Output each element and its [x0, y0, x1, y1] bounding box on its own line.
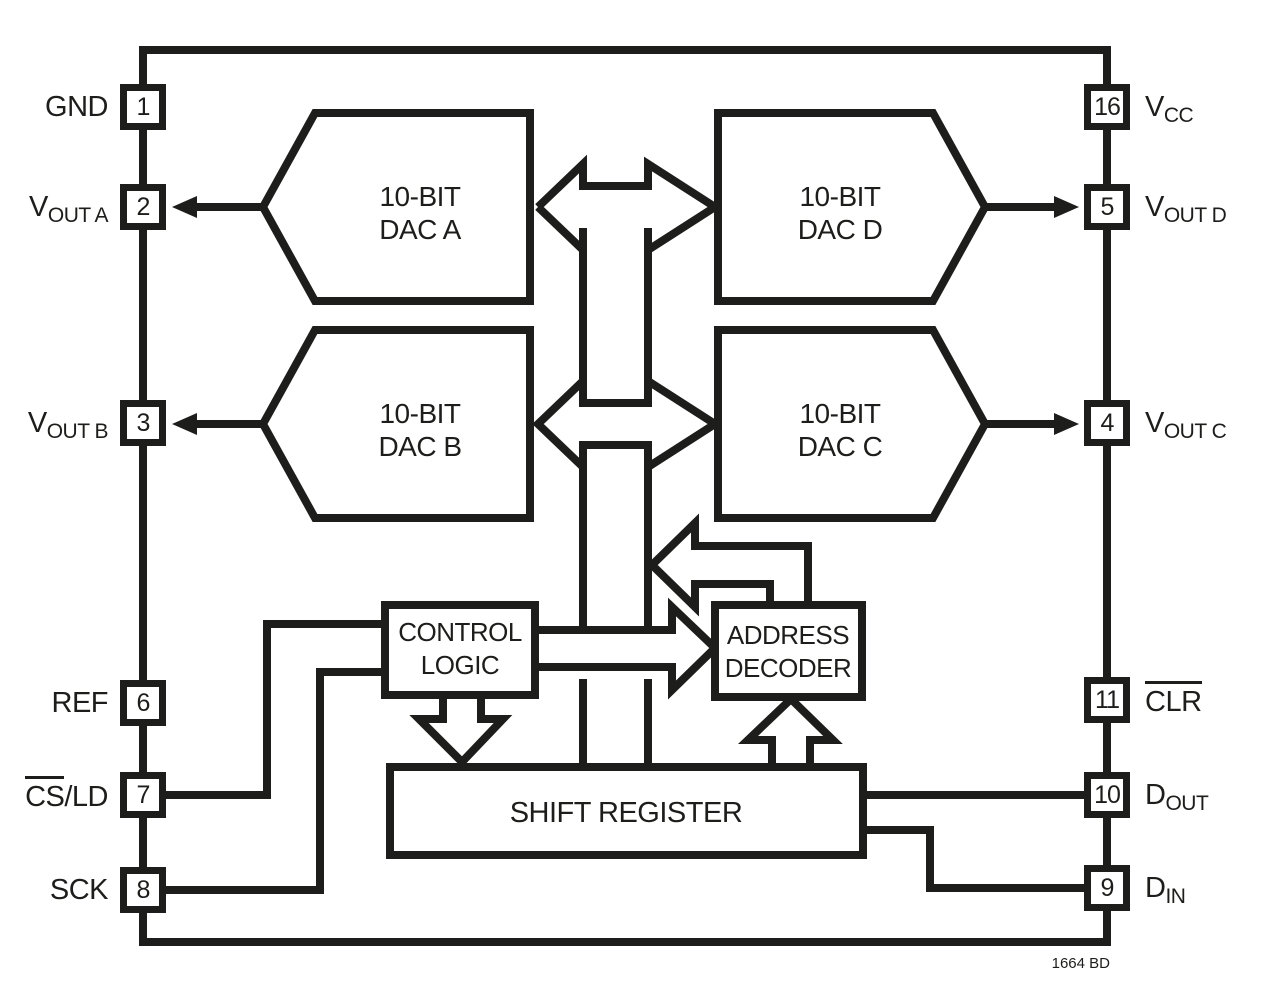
pin-label-vcc: VCC: [1145, 91, 1194, 127]
pin-1-box: 1: [120, 84, 166, 130]
arrowhead-vout-a: [172, 196, 197, 218]
dac-c-shape: [714, 326, 990, 522]
pin-label-gnd: GND: [45, 91, 108, 123]
arrowhead-vout-c: [1054, 413, 1079, 435]
pin-label-vout-a: VOUT A: [29, 191, 108, 227]
pin-label-sck: SCK: [49, 874, 109, 906]
pin-16-number: 16: [1094, 92, 1121, 121]
pin-11-box: 11: [1084, 677, 1130, 723]
arrow-control-to-decoder: [535, 597, 721, 700]
pin-label-csld: CS/LD: [8, 776, 108, 814]
pin-2-number: 2: [136, 192, 151, 221]
pin-6-number: 6: [136, 688, 151, 717]
pin-label-vout-d: VOUT D: [1145, 191, 1227, 227]
pin-label-clr: CLR: [1145, 681, 1280, 719]
pin-6-box: 6: [120, 680, 166, 726]
pin-11-number: 11: [1095, 685, 1120, 714]
pin-5-number: 5: [1100, 192, 1115, 221]
arrow-control-to-shift: [409, 695, 513, 768]
pin-8-box: 8: [120, 867, 166, 913]
pin-7-number: 7: [136, 780, 151, 809]
pin-9-box: 9: [1084, 865, 1130, 911]
dac-b-shape: [258, 326, 534, 522]
pin-7-box: 7: [120, 772, 166, 818]
dac-a-shape: [258, 109, 534, 305]
address-decoder-box: [711, 601, 866, 701]
wire-shift-to-din: [863, 826, 1084, 892]
pin-2-box: 2: [120, 184, 166, 230]
wire-sck-to-control: [166, 668, 385, 894]
arrow-decoder-to-bus: [646, 513, 812, 617]
pin-3-box: 3: [120, 400, 166, 446]
dac-d-shape: [714, 109, 990, 305]
pin-label-ref: REF: [51, 687, 109, 719]
pin-10-number: 10: [1094, 780, 1121, 809]
control-logic-box: [381, 601, 539, 699]
wire-csld-to-control: [166, 620, 385, 799]
chip-outline: [139, 46, 1111, 946]
bus-arrow-top: [535, 154, 723, 260]
arrowhead-vout-d: [1054, 196, 1079, 218]
shift-register-box: [386, 763, 867, 859]
pin-label-vout-c: VOUT C: [1145, 407, 1227, 443]
bus-arrow-bottom: [532, 371, 723, 477]
pin-1-number: 1: [136, 92, 151, 121]
figure-caption: 1664 BD: [1051, 955, 1110, 972]
arrowhead-vout-b: [172, 413, 197, 435]
pin-label-din: DIN: [1145, 872, 1186, 908]
pin-label-dout: DOUT: [1145, 779, 1209, 815]
pin-9-number: 9: [1100, 873, 1115, 902]
pin-10-box: 10: [1084, 772, 1130, 818]
pin-16-box: 16: [1084, 84, 1130, 130]
pin-label-vout-b: VOUT B: [27, 407, 109, 443]
pin-8-number: 8: [136, 875, 151, 904]
shift-register-label: SHIFT REGISTER: [509, 797, 743, 829]
pin-4-number: 4: [1100, 408, 1115, 437]
pin-5-box: 5: [1084, 184, 1130, 230]
pin-4-box: 4: [1084, 400, 1130, 446]
pin-3-number: 3: [136, 408, 151, 437]
arrow-shift-to-decoder: [738, 693, 843, 767]
